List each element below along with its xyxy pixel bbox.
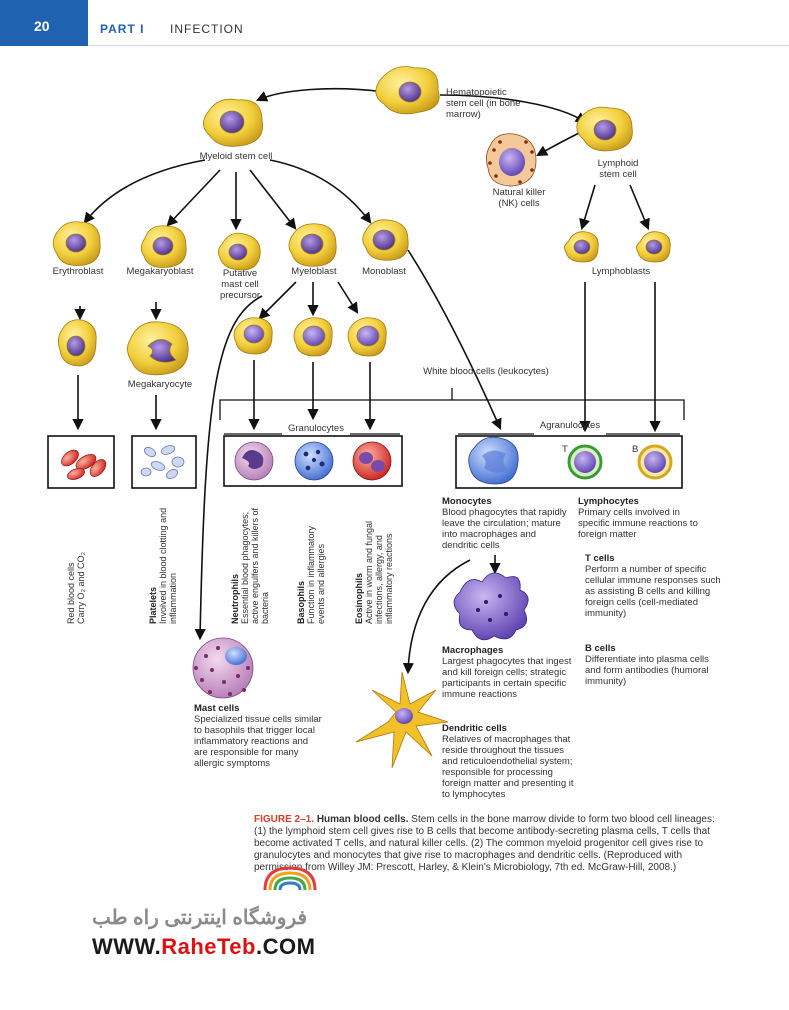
- label-lymphoblasts: Lymphoblasts: [591, 266, 651, 277]
- figure-caption: FIGURE 2–1. Human blood cells. Stem cell…: [254, 814, 724, 874]
- label-hsc: Hematopoietic stem cell (in bone marrow): [446, 87, 521, 120]
- t-cell: [567, 444, 603, 480]
- platelets-group: [140, 445, 185, 479]
- mast-cell: [192, 637, 254, 699]
- part-label: PART I: [100, 22, 145, 36]
- watermark-url: WWW.RaheTeb.COM: [92, 934, 316, 959]
- page-number-box: [0, 0, 88, 46]
- rbc-group: [61, 449, 107, 480]
- page-number: 20: [34, 18, 50, 34]
- b-cell: [637, 444, 673, 480]
- section-label: INFECTION: [170, 22, 244, 36]
- label-nk-cells: Natural killer (NK) cells: [492, 187, 546, 209]
- label-myeloblast: Myeloblast: [291, 266, 337, 277]
- label-putative-mast-cell: Putative mast cell precursor: [219, 268, 261, 301]
- eosinophil-cell: [352, 441, 392, 481]
- header-rule: [88, 45, 789, 46]
- basophil-cell: [294, 441, 334, 481]
- rainbow-logo: [263, 866, 317, 891]
- monocyte-cell: [468, 436, 519, 485]
- nk-cell: [486, 133, 537, 187]
- label-megakaryoblast: Megakaryoblast: [126, 266, 194, 277]
- watermark-persian: فروشگاه اینترنتی راه طب: [92, 907, 308, 929]
- figure-number: FIGURE 2–1.: [254, 814, 315, 825]
- label-lymphoid-stem-cell: Lymphoid stem cell: [597, 158, 639, 180]
- label-agranulocytes: Agranulocytes: [539, 420, 601, 431]
- label-t: T: [562, 444, 568, 455]
- label-white-blood-cells: White blood cells (leukocytes): [423, 366, 549, 377]
- label-erythroblast: Erythroblast: [52, 266, 104, 277]
- figure-title: Human blood cells.: [316, 814, 409, 825]
- label-granulocytes: Granulocytes: [288, 423, 344, 434]
- label-megakaryocyte: Megakaryocyte: [127, 379, 193, 390]
- figure-text: Stem cells in the bone marrow divide to …: [254, 814, 715, 873]
- label-b: B: [632, 444, 639, 455]
- macrophage-cell: [453, 572, 529, 641]
- dendritic-cell: [355, 671, 449, 769]
- label-monoblast: Monoblast: [362, 266, 406, 277]
- neutrophil-cell: [234, 441, 274, 481]
- label-myeloid-stem-cell: Myeloid stem cell: [199, 151, 273, 162]
